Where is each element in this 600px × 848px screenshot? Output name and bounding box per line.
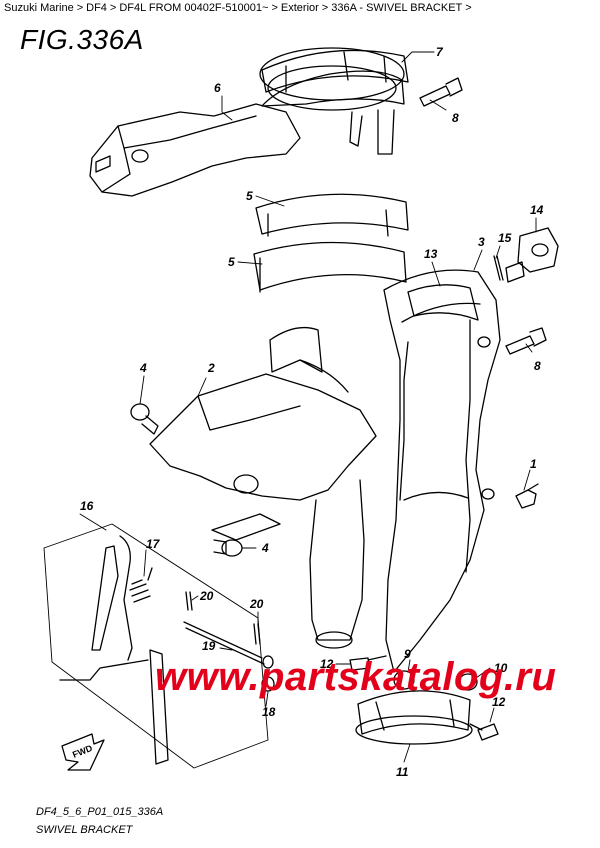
callout-2[interactable]: 2 bbox=[207, 361, 215, 375]
callout-5-upper[interactable]: 5 bbox=[246, 189, 253, 203]
callout-20-b[interactable]: 20 bbox=[249, 597, 264, 611]
callout-14[interactable]: 14 bbox=[530, 203, 544, 217]
callout-labels: 1 2 3 4 4 5 5 6 7 8 8 9 10 11 12 12 13 1… bbox=[80, 45, 544, 779]
callout-19[interactable]: 19 bbox=[202, 639, 216, 653]
part-8-bolt-lower[interactable] bbox=[505, 327, 547, 355]
part-10-collar[interactable] bbox=[458, 673, 478, 691]
callout-8-upper[interactable]: 8 bbox=[452, 111, 459, 125]
callout-12-left[interactable]: 12 bbox=[320, 657, 334, 671]
part-3-swivel-bracket[interactable] bbox=[383, 269, 501, 673]
part-4-bolt-upper[interactable] bbox=[130, 403, 159, 435]
part-2-clamp-bracket[interactable] bbox=[149, 326, 377, 649]
callout-5-lower[interactable]: 5 bbox=[228, 255, 235, 269]
breadcrumb-separator: > bbox=[76, 2, 84, 14]
breadcrumb-suzuki-marine[interactable]: Suzuki Marine bbox=[4, 2, 74, 14]
part-18-washer[interactable] bbox=[261, 676, 275, 692]
callout-20-a[interactable]: 20 bbox=[199, 589, 214, 603]
breadcrumb-separator: > bbox=[109, 2, 117, 14]
callout-1[interactable]: 1 bbox=[530, 457, 537, 471]
callout-4-upper[interactable]: 4 bbox=[139, 361, 147, 375]
part-9-collar[interactable] bbox=[393, 670, 415, 690]
callout-15[interactable]: 15 bbox=[498, 231, 512, 245]
callout-3[interactable]: 3 bbox=[478, 235, 485, 249]
fwd-arrow-icon: FWD bbox=[61, 733, 105, 771]
callout-13[interactable]: 13 bbox=[424, 247, 438, 261]
callout-4-lower[interactable]: 4 bbox=[261, 541, 269, 555]
breadcrumb-df4l[interactable]: DF4L FROM 00402F-510001~ bbox=[119, 2, 269, 14]
part-5-bushing-b[interactable] bbox=[253, 241, 407, 293]
part-15-pin[interactable] bbox=[493, 255, 504, 281]
watermark: www.partskatalog.ru bbox=[155, 655, 557, 699]
callout-10[interactable]: 10 bbox=[494, 661, 508, 675]
part-13-liner[interactable] bbox=[407, 284, 479, 321]
part-14-tilt-knob[interactable] bbox=[505, 227, 559, 283]
part-11-lower-bushing[interactable] bbox=[355, 690, 473, 745]
callout-12-right[interactable]: 12 bbox=[492, 695, 506, 709]
breadcrumb-exterior[interactable]: Exterior bbox=[280, 2, 319, 14]
part-17-spring[interactable] bbox=[129, 567, 153, 603]
part-20-pin-b[interactable] bbox=[253, 623, 261, 645]
callout-9[interactable]: 9 bbox=[404, 647, 411, 661]
part-6-steering-bracket[interactable] bbox=[89, 47, 405, 197]
callout-7[interactable]: 7 bbox=[436, 45, 444, 59]
part-8-bolt-upper[interactable] bbox=[419, 77, 463, 107]
figure-name: SWIVEL BRACKET bbox=[36, 824, 133, 836]
part-12-bolt-right[interactable] bbox=[469, 723, 499, 741]
breadcrumb-separator: > bbox=[465, 2, 472, 14]
callout-18[interactable]: 18 bbox=[262, 705, 276, 719]
leader-lines bbox=[79, 51, 537, 763]
callout-11[interactable]: 11 bbox=[396, 765, 409, 779]
callout-8-lower[interactable]: 8 bbox=[534, 359, 541, 373]
part-16-tilt-lever[interactable] bbox=[43, 523, 269, 769]
callout-6[interactable]: 6 bbox=[214, 81, 221, 95]
part-7-bushing-upper[interactable] bbox=[261, 49, 409, 93]
part-4-bolt-lower[interactable] bbox=[213, 539, 243, 557]
breadcrumb: Suzuki Marine>DF4>DF4L FROM 00402F-51000… bbox=[4, 2, 475, 14]
callout-16[interactable]: 16 bbox=[80, 499, 94, 513]
figure-code: DF4_5_6_P01_015_336A bbox=[36, 806, 164, 818]
part-1-grease-nipple[interactable] bbox=[515, 483, 539, 509]
part-19-shaft[interactable] bbox=[183, 621, 274, 669]
callout-17[interactable]: 17 bbox=[146, 537, 161, 551]
part-20-pin-a[interactable] bbox=[185, 591, 193, 611]
breadcrumb-swivel-bracket[interactable]: 336A - SWIVEL BRACKET bbox=[331, 2, 463, 14]
part-5-bushing-a[interactable] bbox=[255, 193, 409, 237]
part-12-bolt-left[interactable] bbox=[349, 655, 387, 671]
fwd-label: FWD bbox=[71, 743, 94, 760]
breadcrumb-separator: > bbox=[321, 2, 329, 14]
figure-title: FIG.336A bbox=[20, 24, 144, 55]
breadcrumb-separator: > bbox=[271, 2, 278, 14]
breadcrumb-df4[interactable]: DF4 bbox=[86, 2, 107, 14]
